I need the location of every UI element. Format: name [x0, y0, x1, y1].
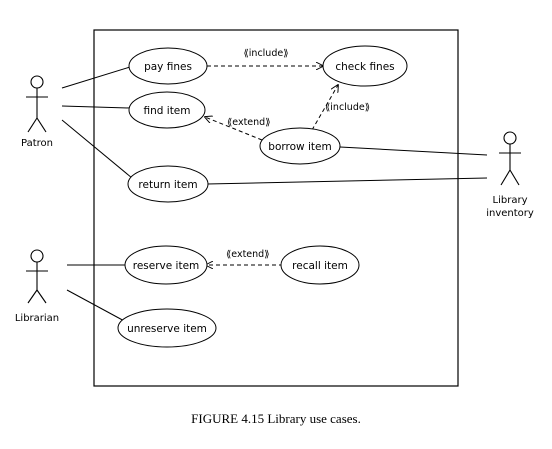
assoc-inventory-borrow-item — [339, 146, 488, 156]
use-case-check-fines: check fines — [322, 45, 408, 87]
use-case-pay-fines: pay fines — [128, 47, 208, 85]
actor-library-inventory-label-line2: inventory — [486, 208, 534, 219]
use-case-borrow-item: borrow item — [259, 127, 341, 165]
actor-patron — [26, 75, 48, 133]
actor-library-inventory-label-line1: Library — [493, 195, 528, 206]
assoc-patron-find-item — [61, 105, 131, 109]
use-case-recall-item: recall item — [280, 245, 360, 285]
extend-borrow-to-find — [205, 117, 263, 141]
use-case-return-item-label: return item — [138, 179, 197, 191]
extend-label-borrow-find: ⟪extend⟫ — [227, 117, 271, 128]
use-case-borrow-item-label: borrow item — [268, 141, 331, 153]
use-case-check-fines-label: check fines — [335, 61, 394, 73]
assoc-inventory-return-item — [206, 177, 488, 185]
actor-library-inventory — [499, 131, 521, 186]
use-case-pay-fines-label: pay fines — [144, 61, 192, 73]
use-case-find-item: find item — [128, 91, 206, 129]
assoc-librarian-unreserve-item — [66, 289, 129, 324]
actor-librarian — [26, 249, 48, 304]
dependencies — [205, 66, 338, 265]
assoc-patron-pay-fines — [61, 66, 131, 89]
use-case-find-item-label: find item — [144, 105, 191, 117]
actor-patron-label: Patron — [21, 138, 53, 149]
include-label-pay-check: ⟪include⟫ — [244, 48, 289, 59]
use-case-unreserve-item: unreserve item — [117, 308, 217, 348]
assoc-patron-return-item — [61, 119, 133, 179]
include-borrow-to-check — [311, 85, 338, 131]
use-case-reserve-item-label: reserve item — [133, 260, 200, 272]
use-case-return-item: return item — [127, 165, 209, 203]
use-case-reserve-item: reserve item — [124, 245, 208, 285]
use-case-unreserve-item-label: unreserve item — [127, 323, 207, 335]
figure-caption: FIGURE 4.15 Library use cases. — [191, 411, 361, 426]
use-case-recall-item-label: recall item — [292, 260, 348, 272]
extend-label-recall-reserve: ⟪extend⟫ — [226, 249, 270, 260]
include-label-borrow-check: ⟪include⟫ — [325, 102, 370, 113]
system-boundary — [93, 29, 459, 387]
associations — [61, 66, 488, 324]
actor-librarian-label: Librarian — [15, 313, 59, 324]
